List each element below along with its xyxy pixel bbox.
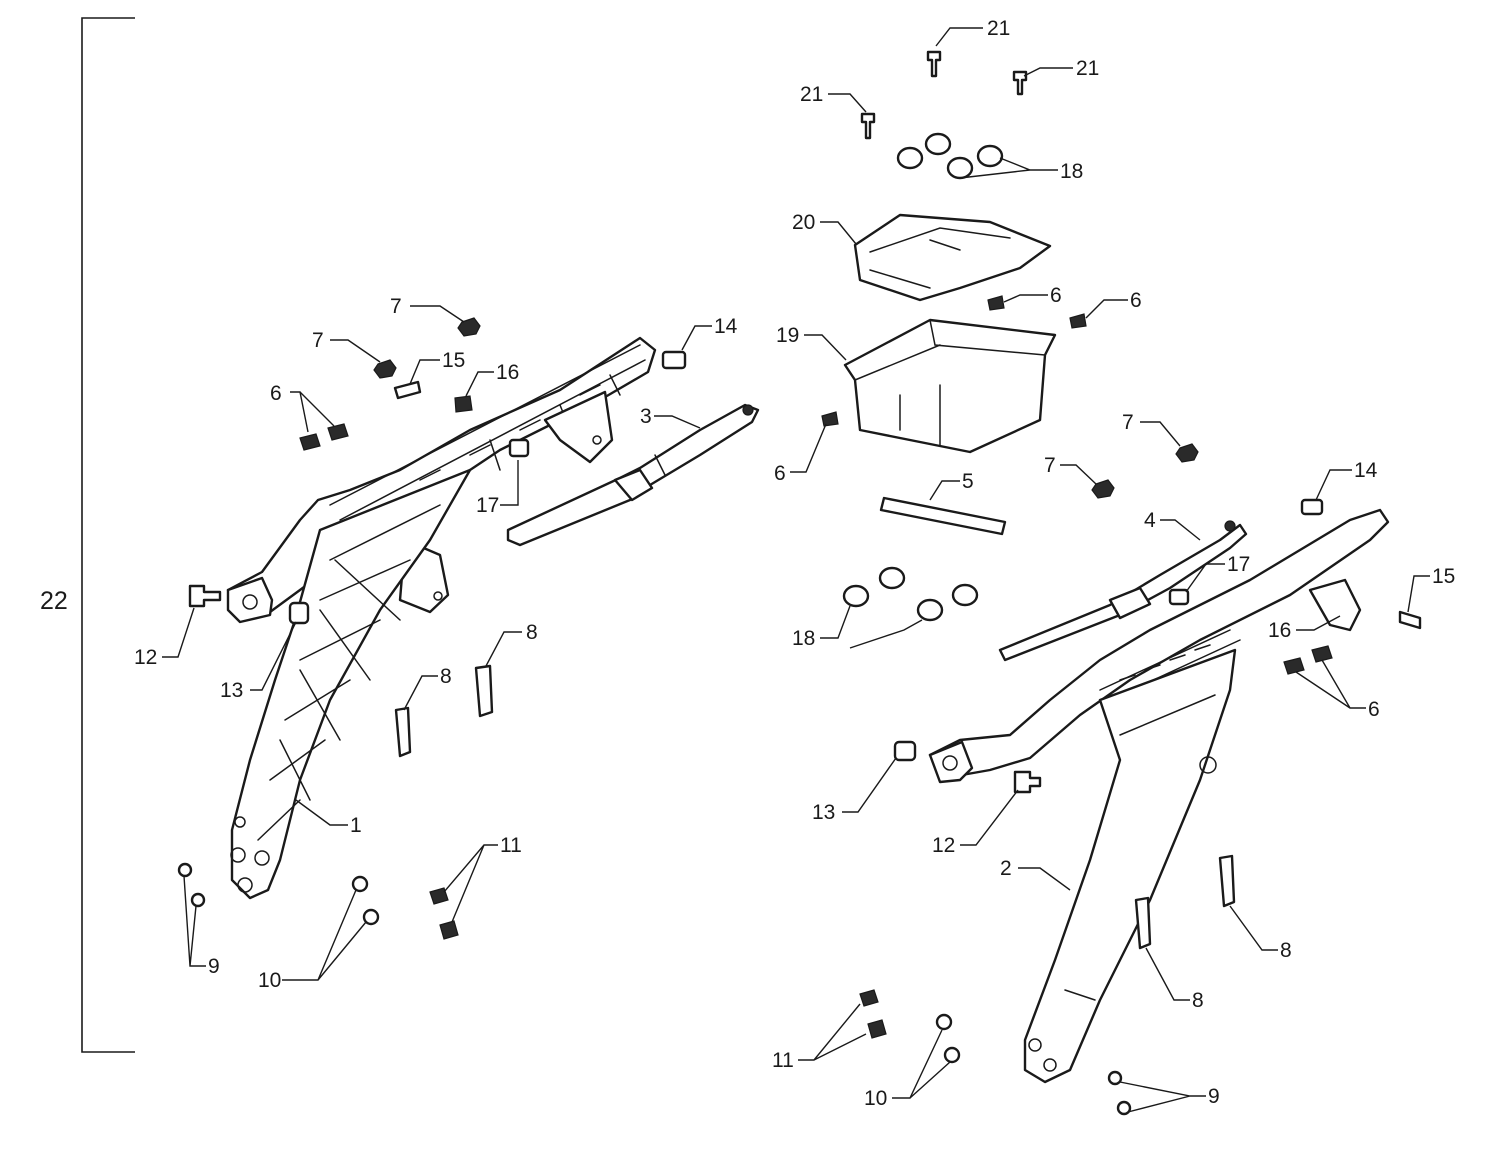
callout-18: 18	[1060, 160, 1083, 183]
callout-6: 6	[270, 382, 282, 405]
bracket-part-4	[998, 520, 1248, 662]
right-fasteners	[859, 498, 1422, 1116]
callout-13: 13	[812, 801, 835, 824]
callout-13: 13	[220, 679, 243, 702]
callout-21: 21	[800, 83, 823, 106]
callout-12: 12	[932, 834, 955, 857]
callout-20: 20	[792, 211, 815, 234]
callout-6: 6	[1368, 698, 1380, 721]
callout-2: 2	[1000, 857, 1012, 880]
callout-7: 7	[1044, 454, 1056, 477]
callout-9: 9	[1208, 1085, 1220, 1108]
center-top-parts	[843, 50, 1057, 454]
callout-11: 11	[772, 1049, 794, 1072]
callout-labels: 22 21 21 21 18 18 20 19 6 6 6 6 6 7 7 7 …	[40, 17, 1455, 1110]
callout-7: 7	[390, 295, 402, 318]
callout-18: 18	[792, 627, 815, 650]
callout-4: 4	[1144, 509, 1156, 532]
callout-19: 19	[776, 324, 799, 347]
callout-17: 17	[1227, 553, 1250, 576]
assembly-bracket	[81, 17, 135, 1053]
callout-9: 9	[208, 955, 220, 978]
callout-7: 7	[312, 329, 324, 352]
callout-8: 8	[1280, 939, 1292, 962]
left-fasteners	[177, 317, 687, 940]
leader-lines	[162, 27, 1430, 1113]
callout-5: 5	[962, 470, 974, 493]
callout-15: 15	[1432, 565, 1455, 588]
callout-6: 6	[1130, 289, 1142, 312]
callout-8: 8	[1192, 989, 1204, 1012]
callout-16: 16	[1268, 619, 1291, 642]
left-subframe-part-1	[226, 336, 657, 900]
callout-21: 21	[987, 17, 1010, 40]
callout-3: 3	[640, 405, 652, 428]
callout-22: 22	[40, 587, 68, 615]
callout-6: 6	[1050, 284, 1062, 307]
callout-8: 8	[440, 665, 452, 688]
right-subframe-part-2	[928, 508, 1390, 1084]
callout-11: 11	[500, 834, 522, 857]
callout-17: 17	[476, 494, 499, 517]
callout-12: 12	[134, 646, 157, 669]
callout-14: 14	[1354, 459, 1378, 482]
callout-8: 8	[526, 621, 538, 644]
callout-10: 10	[258, 969, 281, 992]
callout-14: 14	[714, 315, 738, 338]
callout-10: 10	[864, 1087, 887, 1110]
callout-7: 7	[1122, 411, 1134, 434]
bracket-part-3	[506, 403, 760, 547]
center-fasteners	[821, 295, 1199, 622]
callout-6: 6	[774, 462, 786, 485]
callout-1: 1	[350, 814, 362, 837]
callout-16: 16	[496, 361, 519, 384]
callout-15: 15	[442, 349, 465, 372]
callout-21: 21	[1076, 57, 1099, 80]
